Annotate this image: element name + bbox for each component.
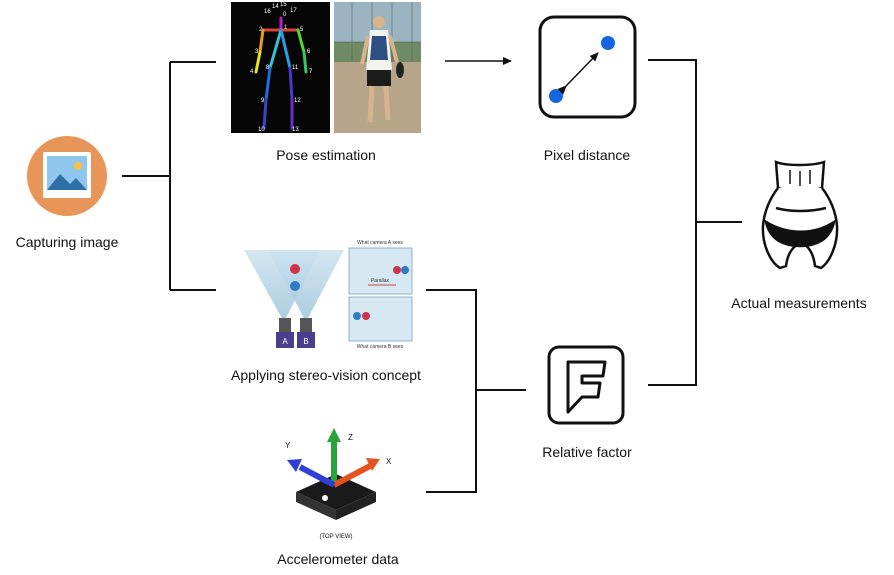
connector-lines [122, 59, 742, 493]
pose-keypoint-label: 16 [264, 9, 271, 15]
camera-a-label: A [282, 337, 288, 346]
pose-keypoint-label: 10 [258, 127, 265, 133]
connector-capture-split [122, 61, 216, 291]
capturing-image-label: Capturing image [15, 234, 119, 250]
image-icon [27, 136, 107, 216]
pixel-distance-icon [538, 15, 637, 119]
axis-y-label: Y [285, 441, 291, 450]
stereo-parallax-label: Parallax [371, 278, 390, 284]
pose-keypoint-label: 9 [261, 98, 265, 104]
stereo-bottom-caption: What camera B sees [357, 344, 404, 350]
accelerometer-diagram: Z X Y (TOP VIEW) [285, 428, 392, 540]
pose-keypoint-label: 6 [307, 49, 311, 55]
actual-measurements-label: Actual measurements [731, 295, 867, 311]
pose-estimation-label: Pose estimation [276, 147, 376, 163]
stereo-views-diagram: What camera A sees Parallax What camera … [348, 240, 413, 350]
pose-keypoint-label: 4 [250, 69, 254, 75]
connector-to-measurements [648, 59, 742, 386]
connector-stereo-accel-merge [426, 289, 526, 493]
stereo-top-caption: What camera A sees [357, 240, 403, 246]
relative-factor-label: Relative factor [542, 444, 632, 460]
pose-keypoint-label: 11 [292, 65, 299, 71]
axis-z-label: Z [348, 433, 353, 442]
pose-keypoint-label: 17 [290, 8, 297, 14]
pose-keypoint-label: 5 [300, 27, 304, 33]
pose-keypoint-label: 2 [259, 27, 263, 33]
stereo-cameras-diagram: A B [244, 250, 344, 348]
pose-keypoint-label: 15 [280, 2, 287, 8]
pose-keypoint-label: 12 [294, 98, 301, 104]
pixel-distance-label: Pixel distance [543, 147, 631, 163]
pose-keypoint-label: 8 [266, 65, 270, 71]
axis-x-label: X [386, 457, 392, 466]
pose-photo [334, 2, 421, 133]
pose-keypoint-label: 3 [255, 49, 259, 55]
accelerometer-label: Accelerometer data [277, 551, 399, 567]
pose-keypoint-label: 0 [283, 12, 287, 18]
pose-keypoint-label: 13 [292, 127, 299, 133]
pose-keypoint-label: 1 [284, 25, 288, 31]
camera-b-label: B [303, 337, 308, 346]
relative-factor-icon [547, 345, 625, 425]
pose-keypoint-label: 7 [309, 69, 313, 75]
body-measurement-icon [761, 160, 839, 270]
stereo-vision-label: Applying stereo-vision concept [231, 367, 421, 383]
pose-keypoint-label: 14 [272, 4, 279, 10]
accelerometer-caption: (TOP VIEW) [319, 534, 352, 540]
